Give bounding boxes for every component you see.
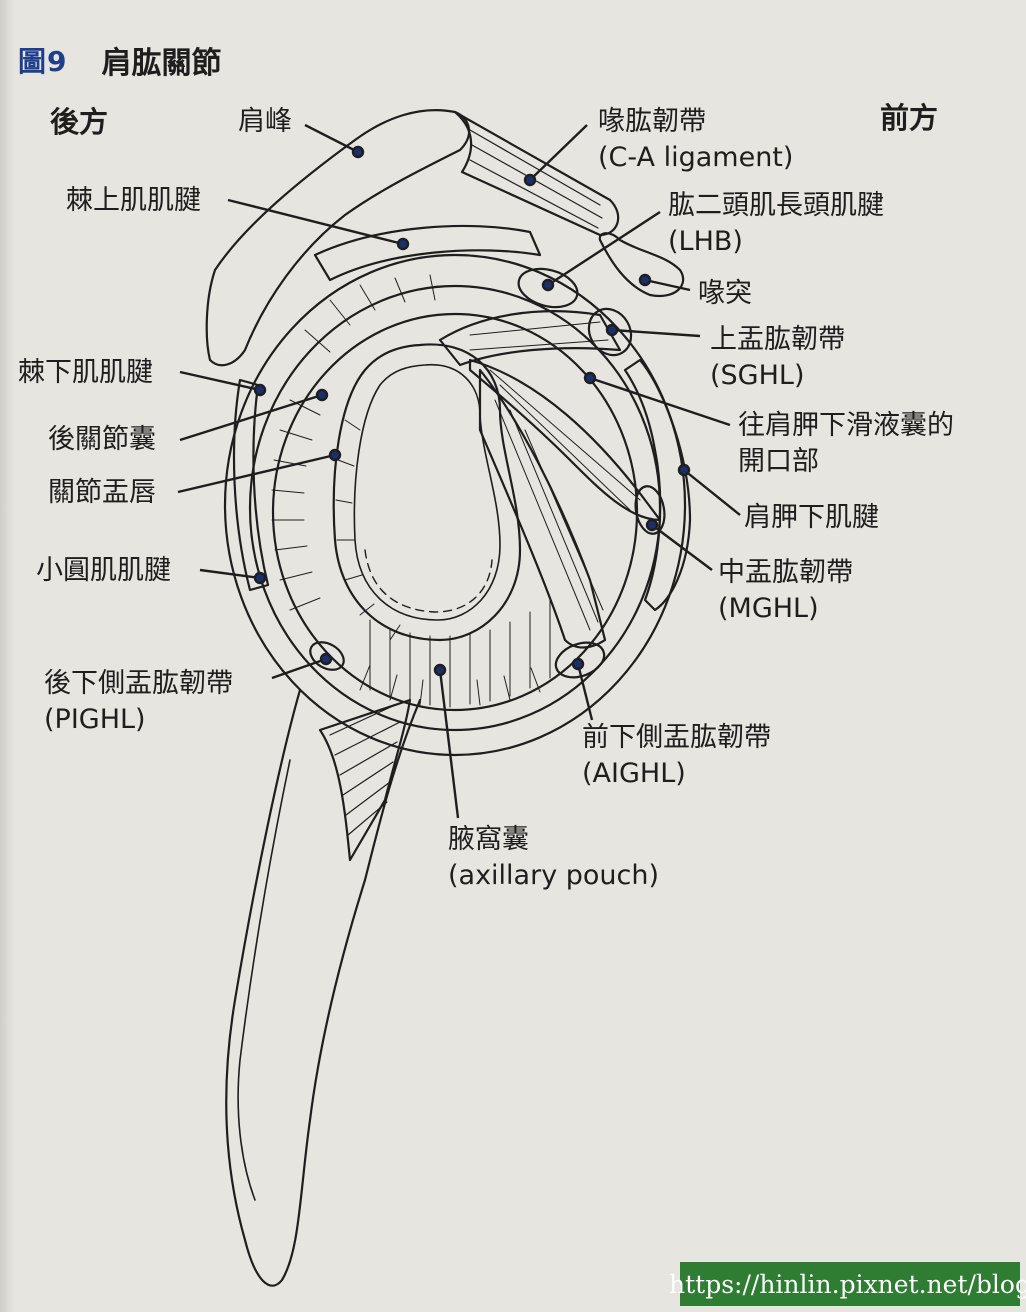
figure-number: 圖9 — [18, 45, 68, 78]
sghl-band — [438, 310, 622, 367]
label-ca-ligament: 喙肱韌帶 (C-A ligament) — [598, 104, 793, 176]
label-bursa-opening: 往肩胛下滑液囊的 開口部 — [738, 408, 954, 480]
label-pighl-en: (PIGHL) — [44, 704, 146, 735]
figure-title: 肩肱關節 — [101, 46, 222, 81]
label-aighl: 前下側盂肱韌帶 (AIGHL) — [582, 720, 771, 792]
sghl-band-end — [587, 307, 633, 357]
label-sghl: 上盂肱韌帶 (SGHL) — [710, 322, 845, 394]
label-lhb-zh: 肱二頭肌長頭肌腱 — [668, 190, 884, 221]
label-axillary-pouch-zh: 腋窩囊 — [448, 824, 529, 855]
subscapularis-tendon — [623, 358, 692, 612]
label-mghl: 中盂肱韌帶 (MGHL) — [718, 555, 853, 627]
axillary-pouch-fibers — [369, 599, 551, 707]
label-labrum: 關節盂唇 — [48, 477, 156, 508]
label-aighl-en: (AIGHL) — [582, 758, 686, 789]
capsule-inner-ring — [271, 312, 639, 712]
lhb-tendon — [517, 267, 579, 309]
label-bursa-opening-line1: 往肩胛下滑液囊的 — [738, 410, 954, 441]
glenoid-articular — [353, 364, 501, 621]
label-sghl-en: (SGHL) — [710, 360, 805, 391]
pighl-end — [309, 641, 345, 671]
label-infraspinatus: 棘下肌肌腱 — [18, 357, 153, 388]
label-pighl-zh: 後下側盂肱韌帶 — [44, 668, 233, 699]
scapula-ridge — [237, 759, 291, 1201]
capsule-fibers — [271, 274, 541, 708]
posterior-label: 後方 — [50, 105, 109, 139]
label-coracoid: 喙突 — [698, 278, 752, 309]
labrum-fibers — [335, 419, 401, 641]
label-ca-ligament-zh: 喙肱韌帶 — [598, 106, 706, 137]
scapula-outline — [225, 688, 422, 1287]
label-supraspinatus: 棘上肌肌腱 — [66, 185, 201, 216]
label-subscapularis: 肩胛下肌腱 — [744, 502, 879, 533]
label-lhb: 肱二頭肌長頭肌腱 (LHB) — [668, 188, 884, 260]
label-axillary-pouch-en: (axillary pouch) — [448, 860, 660, 891]
aighl-band — [478, 368, 607, 649]
rotator-cuff-outer — [223, 253, 687, 757]
label-mghl-en: (MGHL) — [718, 593, 819, 624]
aighl-end — [554, 641, 606, 679]
supraspinatus-tendon — [313, 224, 542, 282]
glenoid-dashed-margin — [364, 549, 493, 613]
label-lhb-en: (LHB) — [668, 226, 743, 257]
leader-lines — [177, 123, 741, 819]
label-ca-ligament-en: (C-A ligament) — [598, 142, 794, 173]
label-mghl-zh: 中盂肱韌帶 — [718, 557, 853, 588]
label-pighl: 後下側盂肱韌帶 (PIGHL) — [44, 666, 233, 738]
blog-watermark: https://hinlin.pixnet.net/blog — [669, 1262, 1026, 1306]
label-aighl-zh: 前下側盂肱韌帶 — [582, 722, 771, 753]
label-teres-minor: 小圓肌肌腱 — [36, 555, 171, 586]
ca-ligament-band — [453, 110, 620, 237]
mghl-band — [468, 358, 662, 522]
mghl-end — [634, 485, 666, 535]
label-axillary-pouch: 腋窩囊 (axillary pouch) — [448, 822, 659, 894]
coracoid-process — [598, 232, 685, 298]
infraspinatus-strip — [232, 378, 270, 592]
anterior-label: 前方 — [880, 101, 939, 135]
book-spine-shadow — [0, 0, 14, 1312]
label-bursa-opening-line2: 開口部 — [738, 446, 819, 477]
label-sghl-zh: 上盂肱韌帶 — [710, 324, 845, 355]
acromion — [205, 109, 471, 367]
label-acromion: 肩峰 — [238, 106, 292, 137]
glenoid-fossa — [332, 343, 522, 642]
figure-title-block: 圖9 肩肱關節 — [18, 38, 221, 82]
label-posterior-capsule: 後關節囊 — [48, 424, 156, 455]
